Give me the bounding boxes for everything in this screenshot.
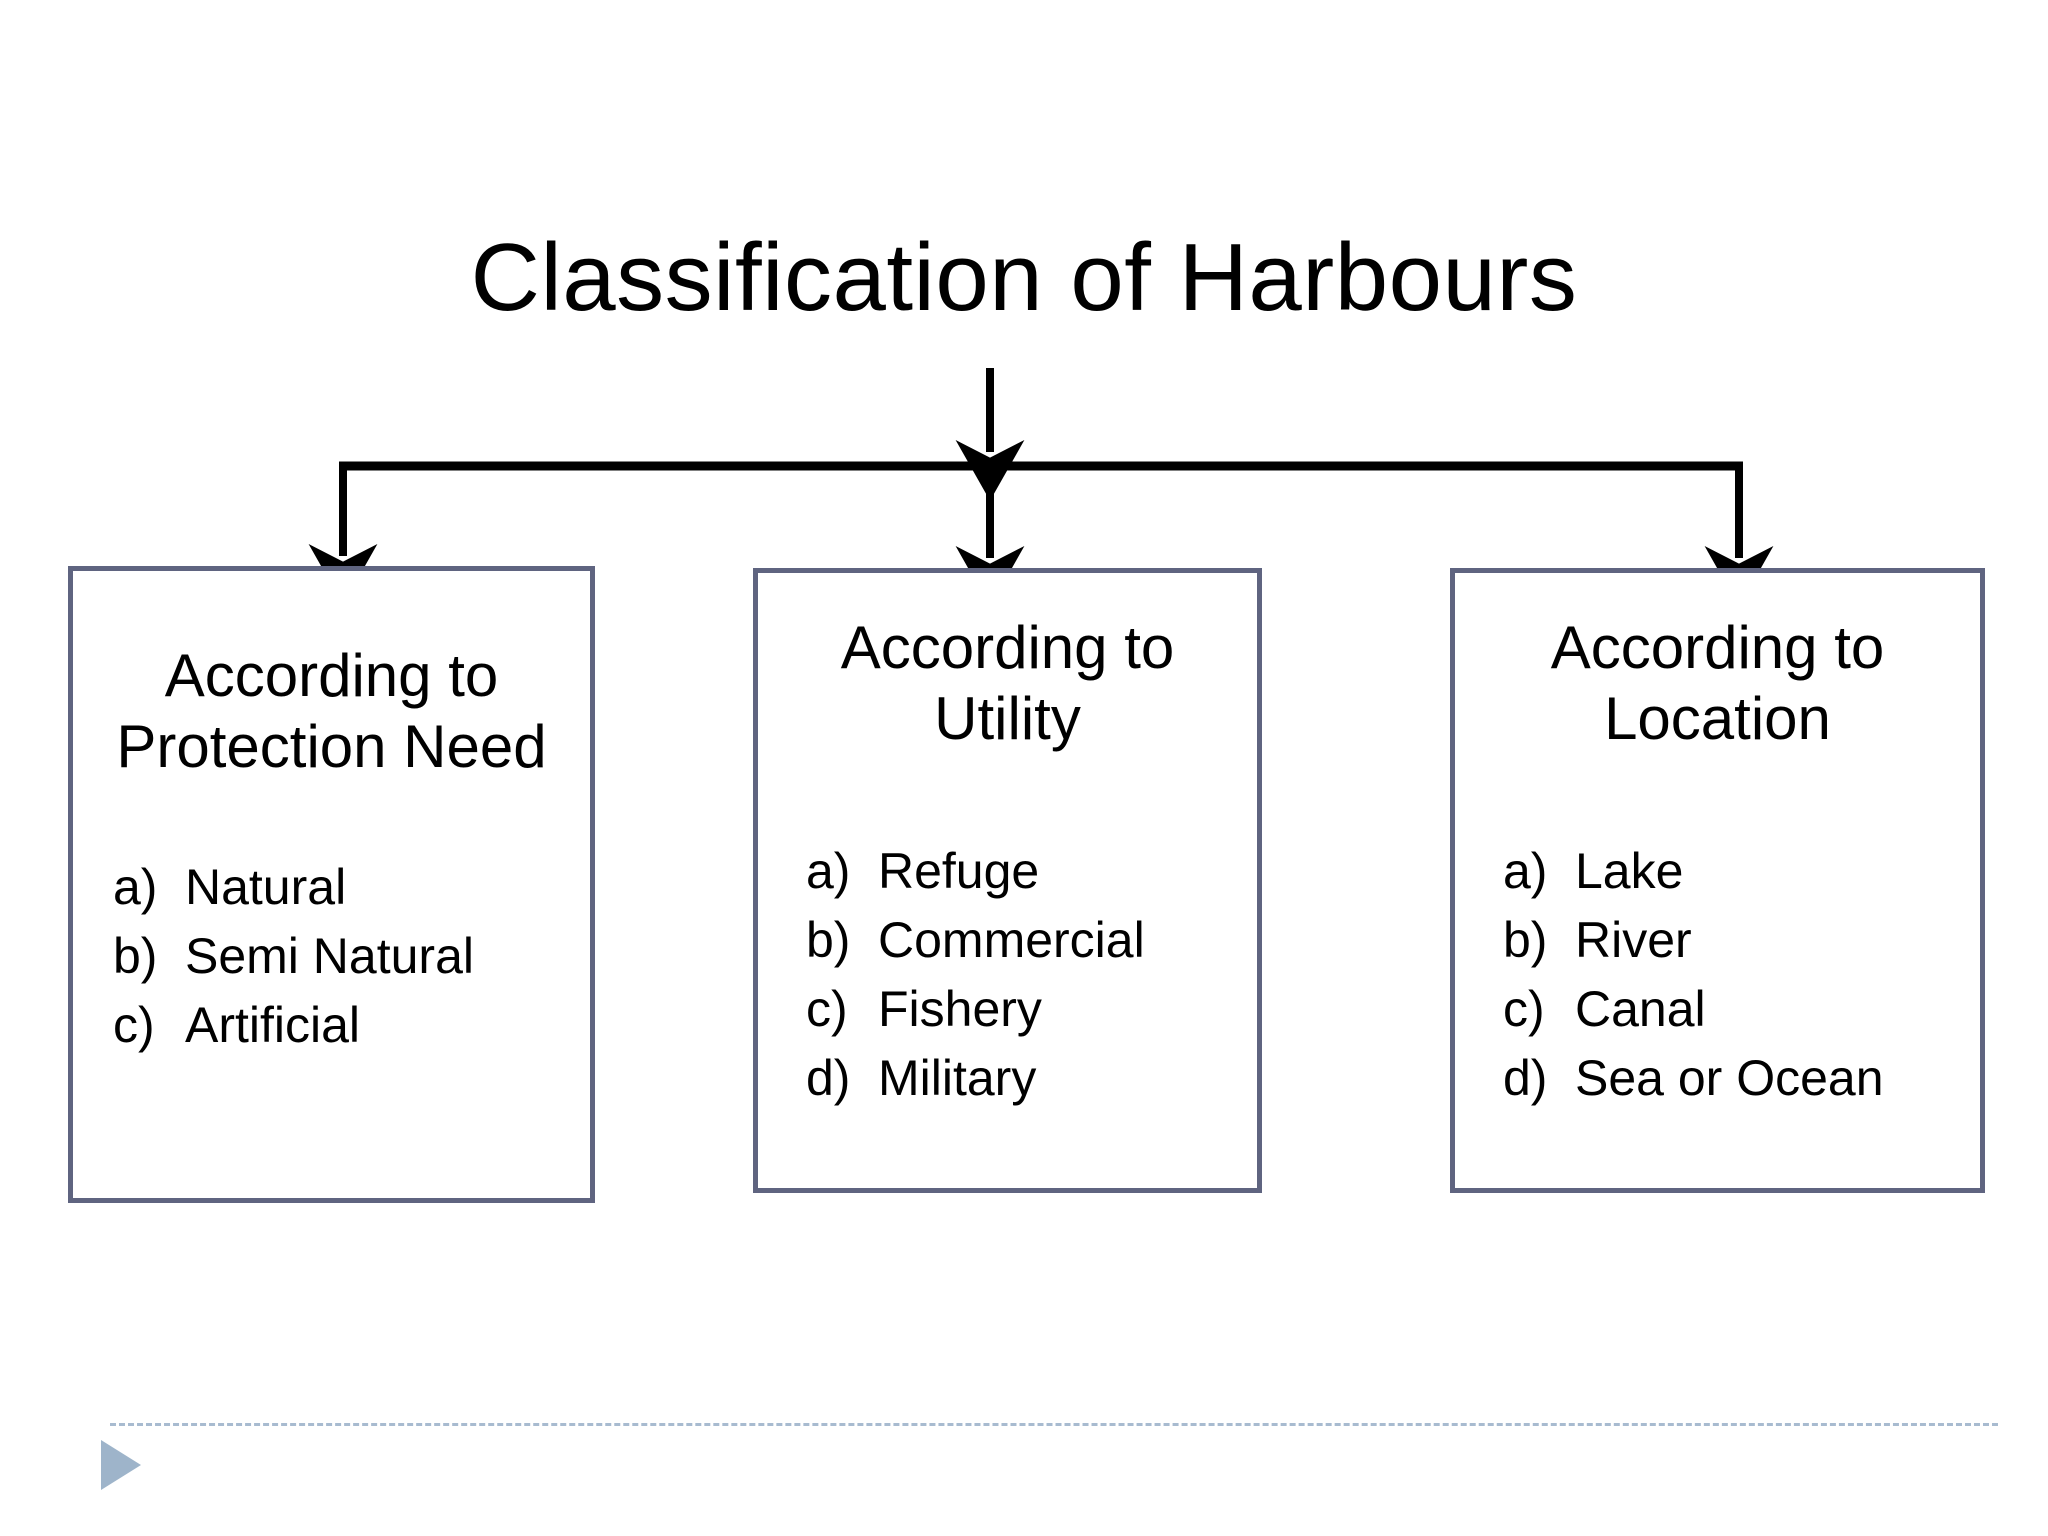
list-item: b) Semi Natural [113, 922, 590, 991]
box-heading-line2: Protection Need [116, 712, 547, 780]
list-item-marker: c) [806, 980, 848, 1037]
list-item-label: Artificial [185, 996, 361, 1053]
list-item: a) Lake [1503, 837, 1980, 906]
list-item-marker: a) [1503, 842, 1548, 899]
list-item-marker: d) [806, 1049, 851, 1106]
list-item-label: Fishery [878, 980, 1042, 1037]
list-item: d) Military [806, 1044, 1257, 1113]
list-item-label: Refuge [878, 842, 1040, 899]
list-item: d) Sea or Ocean [1503, 1044, 1980, 1113]
box-heading-line2: Utility [934, 684, 1081, 752]
list-item-marker: d) [1503, 1049, 1548, 1106]
box-heading-line1: According to [164, 642, 499, 709]
list-item-label: Natural [185, 858, 347, 915]
list-item-marker: b) [806, 911, 851, 968]
list-item-label: Semi Natural [185, 927, 474, 984]
box-list-utility: a) Refuge b) Commercial c) Fishery d) Mi… [758, 837, 1257, 1113]
list-item-marker: c) [113, 996, 155, 1053]
list-item-label: Canal [1575, 980, 1706, 1037]
category-box-protection-need[interactable]: According to Protection Need a) Natural … [68, 566, 595, 1203]
box-list-location: a) Lake b) River c) Canal d) Sea or Ocea… [1455, 837, 1980, 1113]
category-box-location[interactable]: According to Location a) Lake b) River c… [1450, 568, 1985, 1193]
box-list-protection-need: a) Natural b) Semi Natural c) Artificial [73, 853, 590, 1060]
list-item: a) Refuge [806, 837, 1257, 906]
list-item-label: Military [878, 1049, 1037, 1106]
list-item: b) River [1503, 906, 1980, 975]
list-item-label: Commercial [878, 911, 1145, 968]
list-item-marker: c) [1503, 980, 1545, 1037]
list-item-marker: b) [113, 927, 158, 984]
footer-divider [110, 1423, 1998, 1426]
category-box-utility[interactable]: According to Utility a) Refuge b) Commer… [753, 568, 1262, 1193]
box-heading-protection-need: According to Protection Need [73, 641, 590, 783]
box-heading-line2: Location [1604, 684, 1831, 752]
page-title: Classification of Harbours [470, 224, 1578, 331]
list-item-label: Sea or Ocean [1575, 1049, 1884, 1106]
list-item-label: Lake [1575, 842, 1684, 899]
play-triangle-icon [101, 1440, 141, 1490]
list-item-marker: b) [1503, 911, 1548, 968]
box-heading-location: According to Location [1455, 613, 1980, 755]
list-item: b) Commercial [806, 906, 1257, 975]
list-item: a) Natural [113, 853, 590, 922]
list-item-label: River [1575, 911, 1692, 968]
list-item: c) Artificial [113, 991, 590, 1060]
box-heading-utility: According to Utility [758, 613, 1257, 755]
list-item-marker: a) [113, 858, 158, 915]
box-heading-line1: According to [1550, 614, 1885, 681]
box-heading-line1: According to [840, 614, 1175, 681]
list-item: c) Fishery [806, 975, 1257, 1044]
list-item-marker: a) [806, 842, 851, 899]
list-item: c) Canal [1503, 975, 1980, 1044]
